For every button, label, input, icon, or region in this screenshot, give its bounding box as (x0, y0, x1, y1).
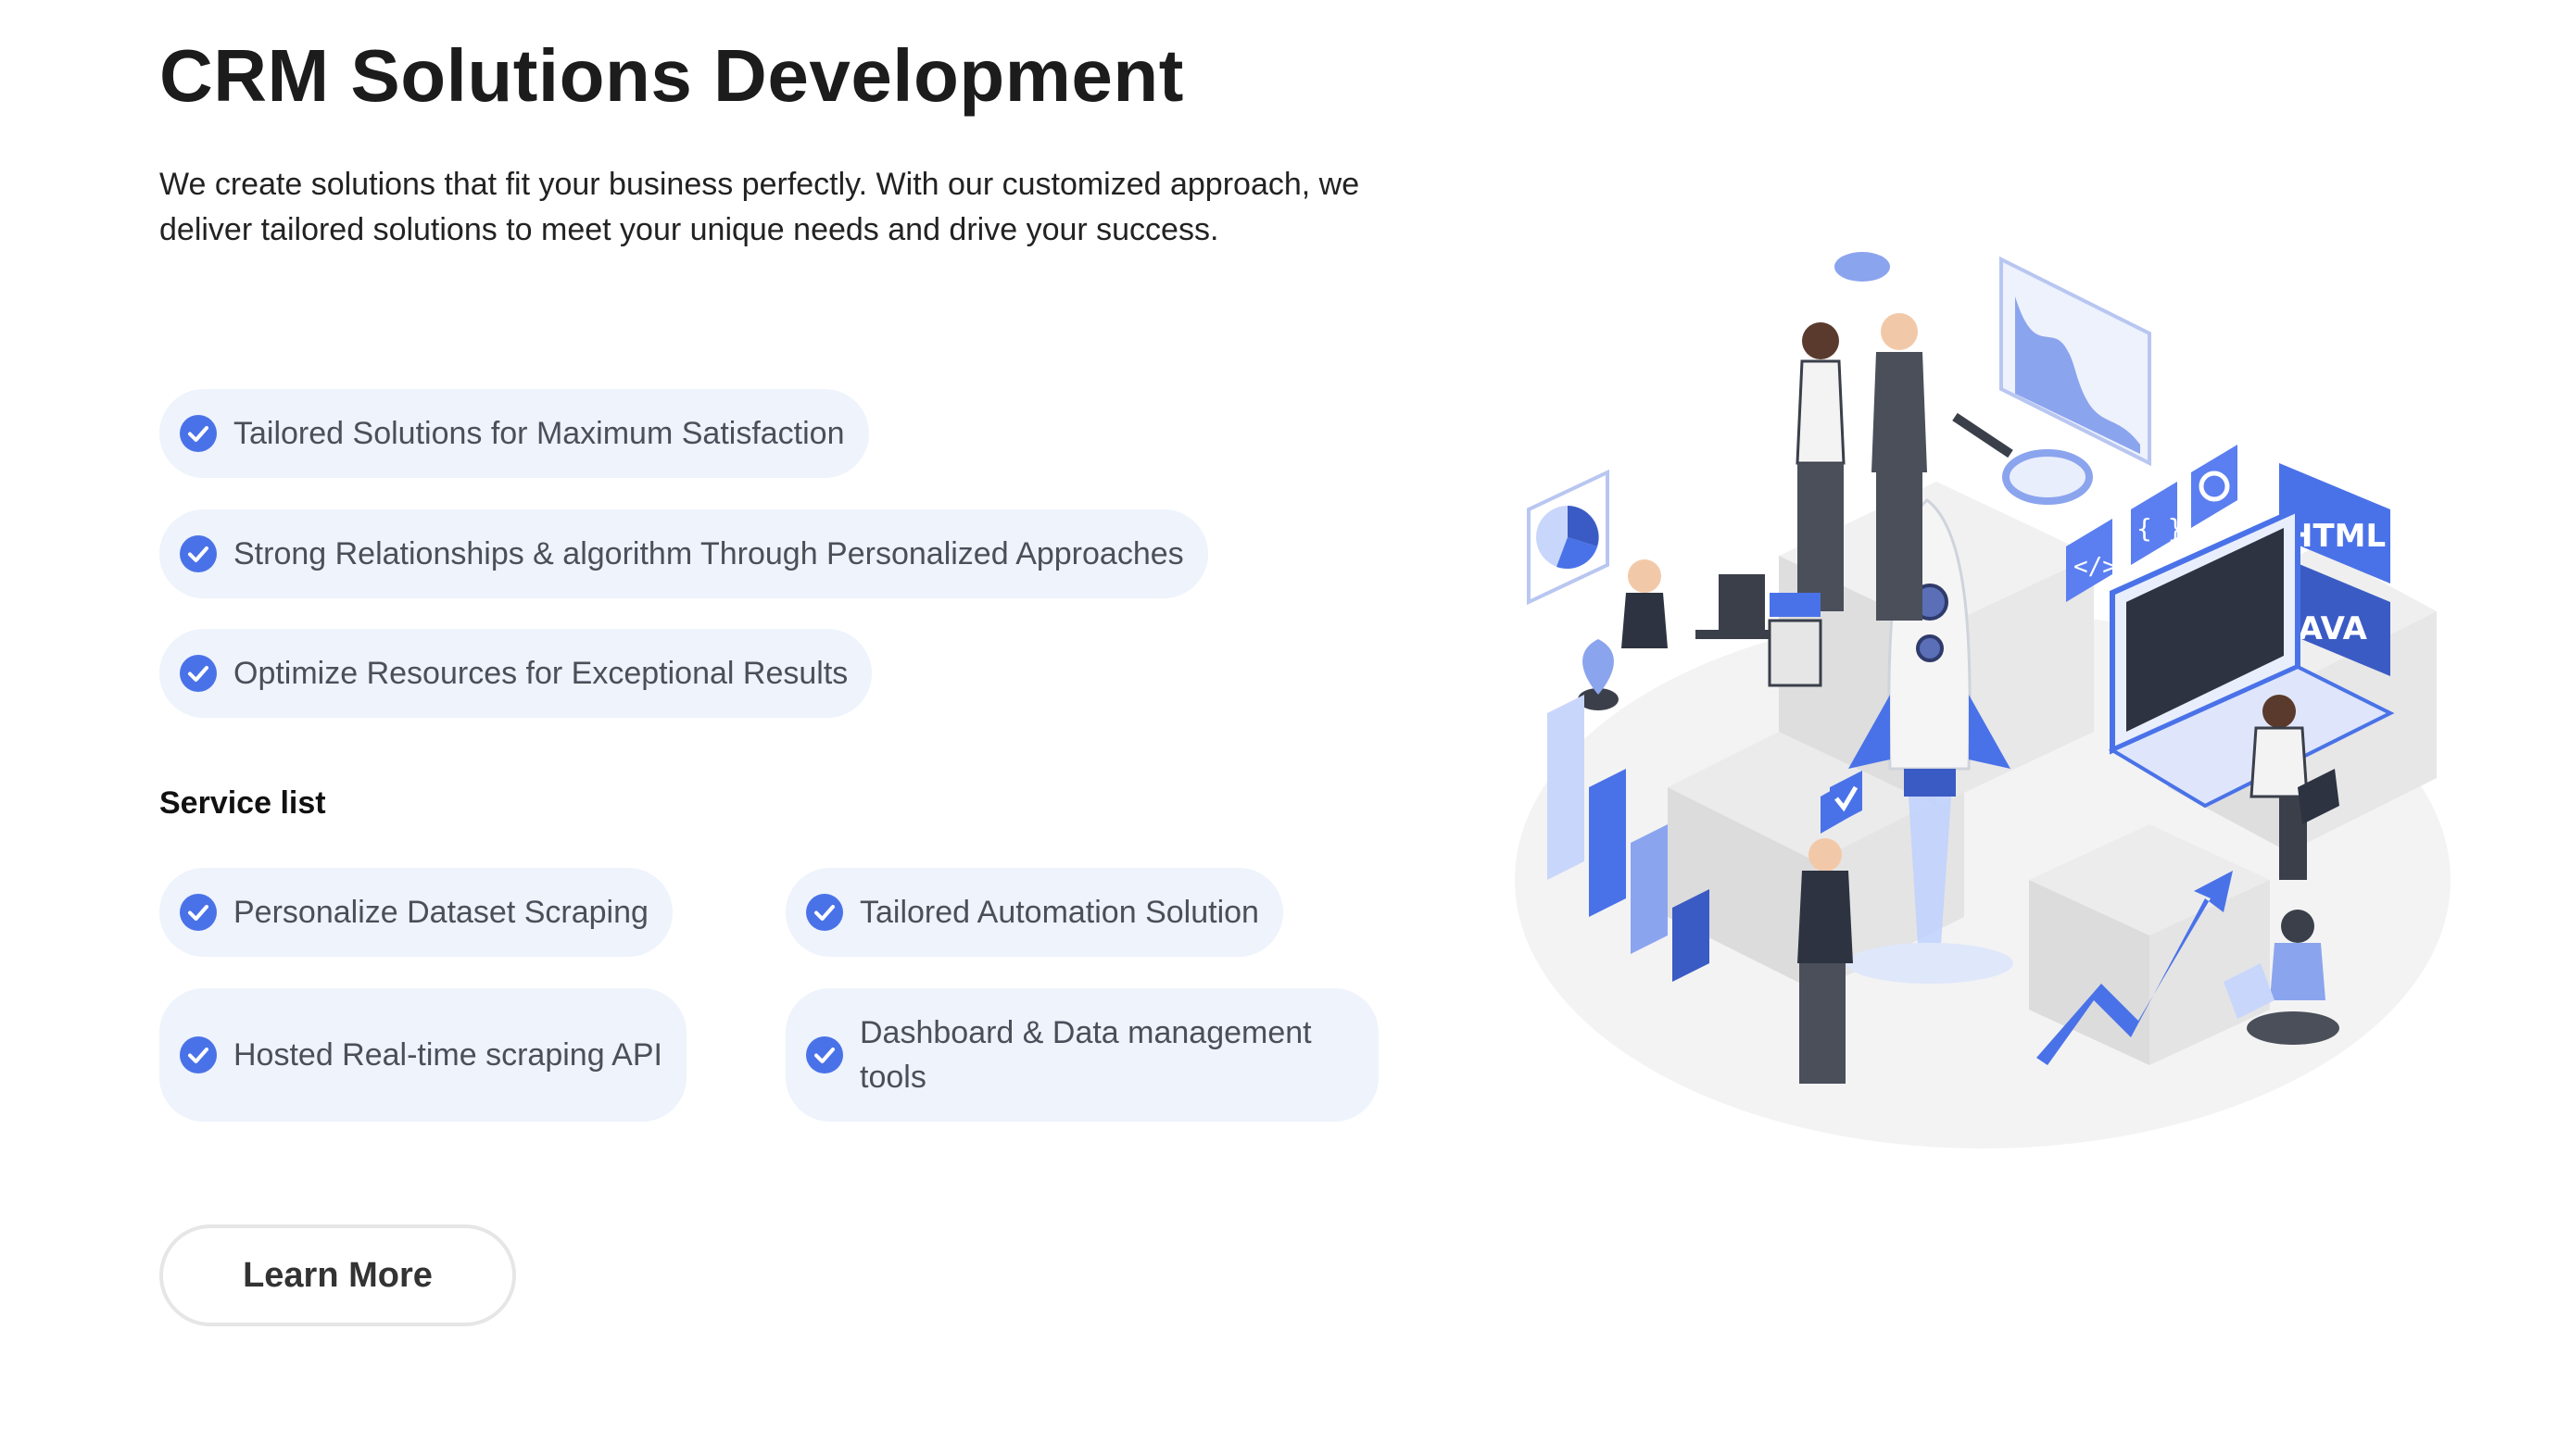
service-item: Tailored Automation Solution (786, 868, 1283, 957)
feature-item: Optimize Resources for Exceptional Resul… (159, 629, 873, 718)
person-with-laptop (2249, 695, 2339, 880)
gear-icon (2191, 445, 2237, 528)
code-badge-icon: </> (2066, 519, 2117, 602)
service-item: Hosted Real-time scraping API (159, 988, 687, 1122)
service-item: Dashboard & Data management tools (786, 988, 1379, 1122)
feature-label: Tailored Solutions for Maximum Satisfact… (233, 416, 845, 451)
feature-item: Tailored Solutions for Maximum Satisfact… (159, 389, 869, 478)
check-circle-icon (180, 535, 217, 572)
feature-item: Strong Relationships & algorithm Through… (159, 509, 1208, 598)
svg-text:</>: </> (2073, 553, 2117, 581)
check-circle-icon (180, 894, 217, 931)
growth-arrow-icon (2036, 871, 2233, 1065)
crm-isometric-illustration: </> { } HTML JAVA (1515, 252, 2451, 1148)
service-list-heading: Service list (159, 785, 326, 821)
svg-text:HTML: HTML (2287, 518, 2386, 555)
feature-label: Optimize Resources for Exceptional Resul… (233, 656, 849, 691)
service-label: Personalize Dataset Scraping (233, 895, 649, 930)
bar-chart-icon (1547, 695, 1709, 982)
person-with-tablet (1797, 778, 1853, 1084)
learn-more-button[interactable]: Learn More (159, 1224, 516, 1326)
service-label: Hosted Real-time scraping API (233, 1037, 662, 1073)
check-circle-icon (806, 894, 843, 931)
braces-badge-icon: { } (2131, 482, 2184, 565)
plant-icon (1578, 639, 1619, 710)
page-title: CRM Solutions Development (159, 34, 1184, 117)
service-label: Dashboard & Data management tools (860, 1015, 1312, 1095)
service-label: Tailored Automation Solution (860, 895, 1259, 930)
service-item: Personalize Dataset Scraping (159, 868, 673, 957)
html-card: HTML (2279, 463, 2390, 584)
pie-chart-card (1527, 469, 1609, 606)
check-badge-icon (1830, 771, 1862, 827)
check-circle-icon (180, 415, 217, 452)
person-sitting-laptop (2224, 910, 2339, 1045)
svg-text:{ }: { } (2136, 513, 2184, 544)
check-circle-icon (180, 1036, 217, 1073)
magnifier-icon (1952, 412, 2093, 505)
feature-label: Strong Relationships & algorithm Through… (233, 536, 1184, 571)
handshake-people (1796, 252, 1927, 621)
laptop-icon (2108, 505, 2395, 809)
page-description: We create solutions that fit your busine… (159, 167, 1360, 247)
area-chart-panel (1999, 256, 2151, 467)
check-circle-icon (806, 1036, 843, 1073)
check-circle-icon (180, 655, 217, 692)
desk-worker (1621, 559, 1822, 687)
